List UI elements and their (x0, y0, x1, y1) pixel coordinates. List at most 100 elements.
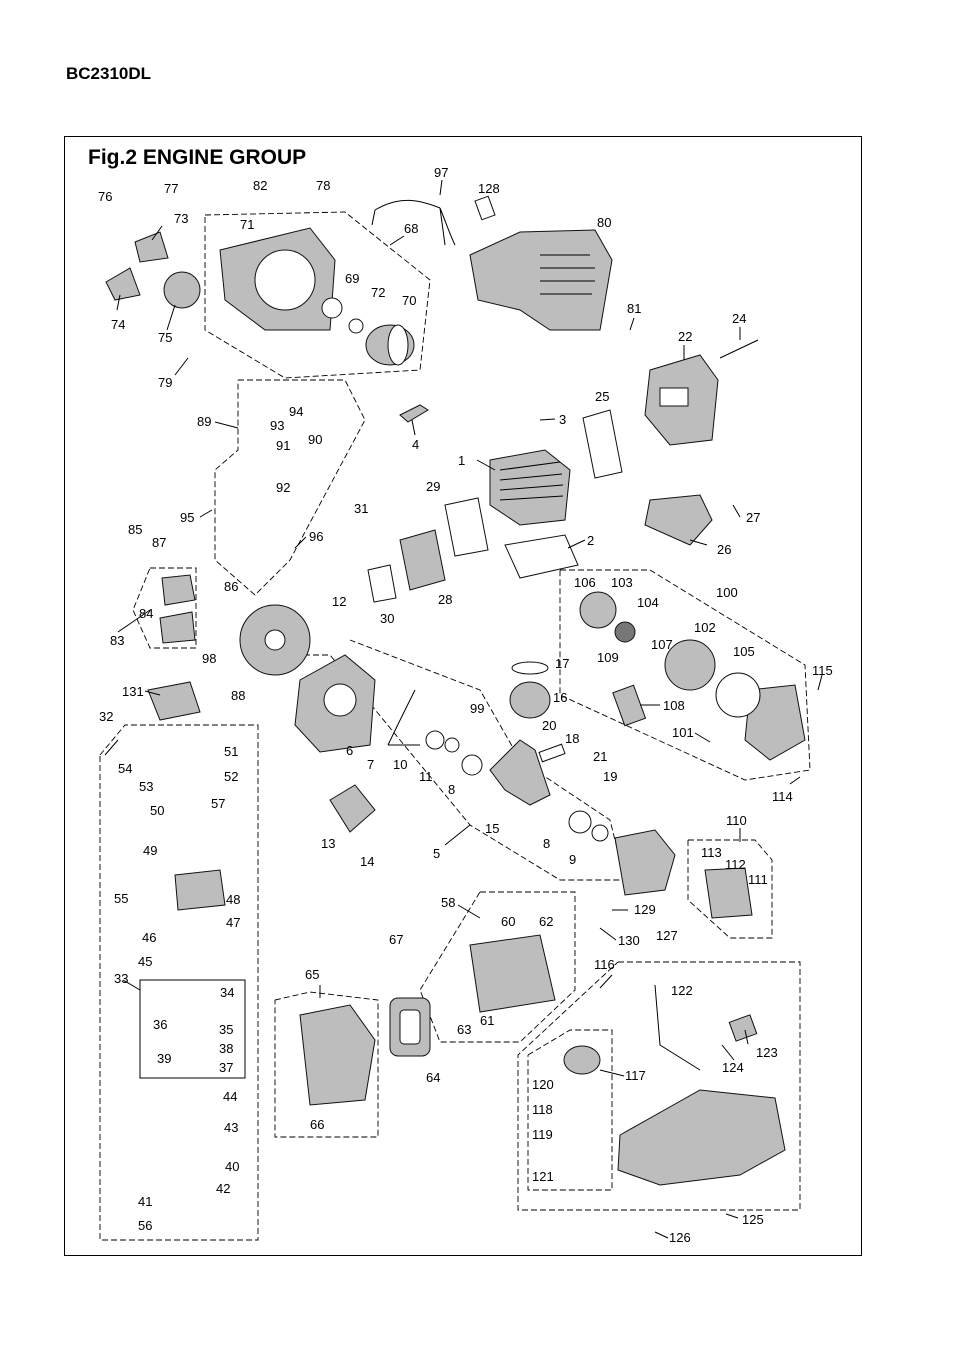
callout-60: 60 (501, 914, 515, 929)
muffler-guard-26-shape (644, 494, 713, 546)
crankcase-5-bore (323, 683, 357, 717)
callout-92: 92 (276, 480, 290, 495)
callout-19: 19 (603, 769, 617, 784)
spring-105-shape (715, 672, 761, 718)
callout-127: 127 (656, 928, 678, 943)
spacer-30-shape (367, 564, 397, 603)
figure-title: Fig.2 ENGINE GROUP (88, 146, 307, 169)
callout-103: 103 (611, 575, 633, 590)
element-64-hole (399, 1009, 421, 1045)
callout-43: 43 (224, 1120, 238, 1135)
callout-45: 45 (138, 954, 152, 969)
callout-8b: 8 (543, 836, 550, 851)
callout-55: 55 (114, 891, 128, 906)
callout-97: 97 (434, 165, 448, 180)
callout-68: 68 (404, 221, 418, 236)
callout-119: 119 (532, 1127, 553, 1142)
callout-33: 33 (114, 971, 128, 986)
bolt-24-shape (719, 339, 759, 359)
callout-46: 46 (142, 930, 156, 945)
callout-2: 2 (587, 533, 594, 548)
callout-67: 67 (389, 932, 403, 947)
callout-109: 109 (597, 650, 619, 665)
clutch-drum-70-face (387, 324, 409, 366)
filter-123-shape (728, 1014, 758, 1042)
callout-121: 121 (532, 1169, 554, 1184)
callout-113: 113 (701, 845, 722, 860)
callout-31: 31 (354, 501, 368, 516)
callout-42: 42 (216, 1181, 230, 1196)
cover-13-shape (329, 784, 376, 833)
air-cleaner-base-58-shape (469, 934, 556, 1013)
callout-77: 77 (164, 181, 178, 196)
callout-74: 74 (111, 317, 125, 332)
callout-87: 87 (152, 535, 166, 550)
callout-26: 26 (717, 542, 731, 557)
callout-126: 126 (669, 1230, 691, 1245)
callout-57: 57 (211, 796, 225, 811)
callout-24: 24 (732, 311, 746, 326)
callout-47: 47 (226, 915, 240, 930)
clutch-housing-bore (254, 249, 316, 311)
callout-17: 17 (555, 656, 569, 671)
callout-108: 108 (663, 698, 685, 713)
callout-39: 39 (157, 1051, 171, 1066)
callout-128: 128 (478, 181, 500, 196)
callout-78: 78 (316, 178, 330, 193)
callout-66: 66 (310, 1117, 324, 1132)
parts-artwork (105, 195, 806, 1186)
callout-35: 35 (219, 1022, 233, 1037)
callout-56: 56 (138, 1218, 152, 1233)
callout-49: 49 (143, 843, 157, 858)
ignition-coil-110-shape (704, 867, 753, 919)
callout-54: 54 (118, 761, 132, 776)
callout-73: 73 (174, 211, 188, 226)
callout-22: 22 (678, 329, 692, 344)
callout-100: 100 (716, 585, 738, 600)
callout-58: 58 (441, 895, 455, 910)
group-65-boundary (274, 991, 379, 1138)
callout-38: 38 (219, 1041, 233, 1056)
callout-20: 20 (542, 718, 556, 733)
ring-72-shape (348, 318, 364, 334)
gasket-7-shape (387, 689, 420, 746)
callout-48: 48 (226, 892, 240, 907)
group-33-boundary (139, 979, 246, 1079)
label-128-shape (474, 195, 496, 221)
pin-18-shape (538, 743, 566, 763)
hub-75-shape (163, 271, 201, 309)
callout-114: 114 (772, 789, 793, 804)
callout-75: 75 (158, 330, 172, 345)
callout-9: 9 (569, 852, 576, 867)
callout-62: 62 (539, 914, 553, 929)
callout-104: 104 (637, 595, 659, 610)
callout-122: 122 (671, 983, 693, 998)
callout-112: 112 (725, 857, 746, 872)
callout-8a: 8 (448, 782, 455, 797)
callout-41: 41 (138, 1194, 152, 1209)
callout-32: 32 (99, 709, 113, 724)
callout-111: 111 (748, 872, 768, 887)
callout-95: 95 (180, 510, 194, 525)
bracket-74-shape (105, 267, 141, 301)
callout-63: 63 (457, 1022, 471, 1037)
callout-84: 84 (139, 606, 153, 621)
callout-51: 51 (224, 744, 238, 759)
callout-29: 29 (426, 479, 440, 494)
callout-7: 7 (367, 757, 374, 772)
callout-93: 93 (270, 418, 284, 433)
gasket-29-shape (444, 497, 489, 557)
callout-44: 44 (223, 1089, 237, 1104)
callout-15: 15 (485, 821, 499, 836)
callout-34: 34 (220, 985, 234, 1000)
callout-96: 96 (309, 529, 323, 544)
callout-88: 88 (231, 688, 245, 703)
callout-110: 110 (726, 813, 747, 828)
air-cleaner-cover-65-shape (299, 1004, 376, 1106)
callout-102: 102 (694, 620, 716, 635)
callout-12: 12 (332, 594, 346, 609)
pawl-104-shape (614, 621, 636, 643)
group-boundaries (99, 211, 811, 1241)
callout-125: 125 (742, 1212, 764, 1227)
